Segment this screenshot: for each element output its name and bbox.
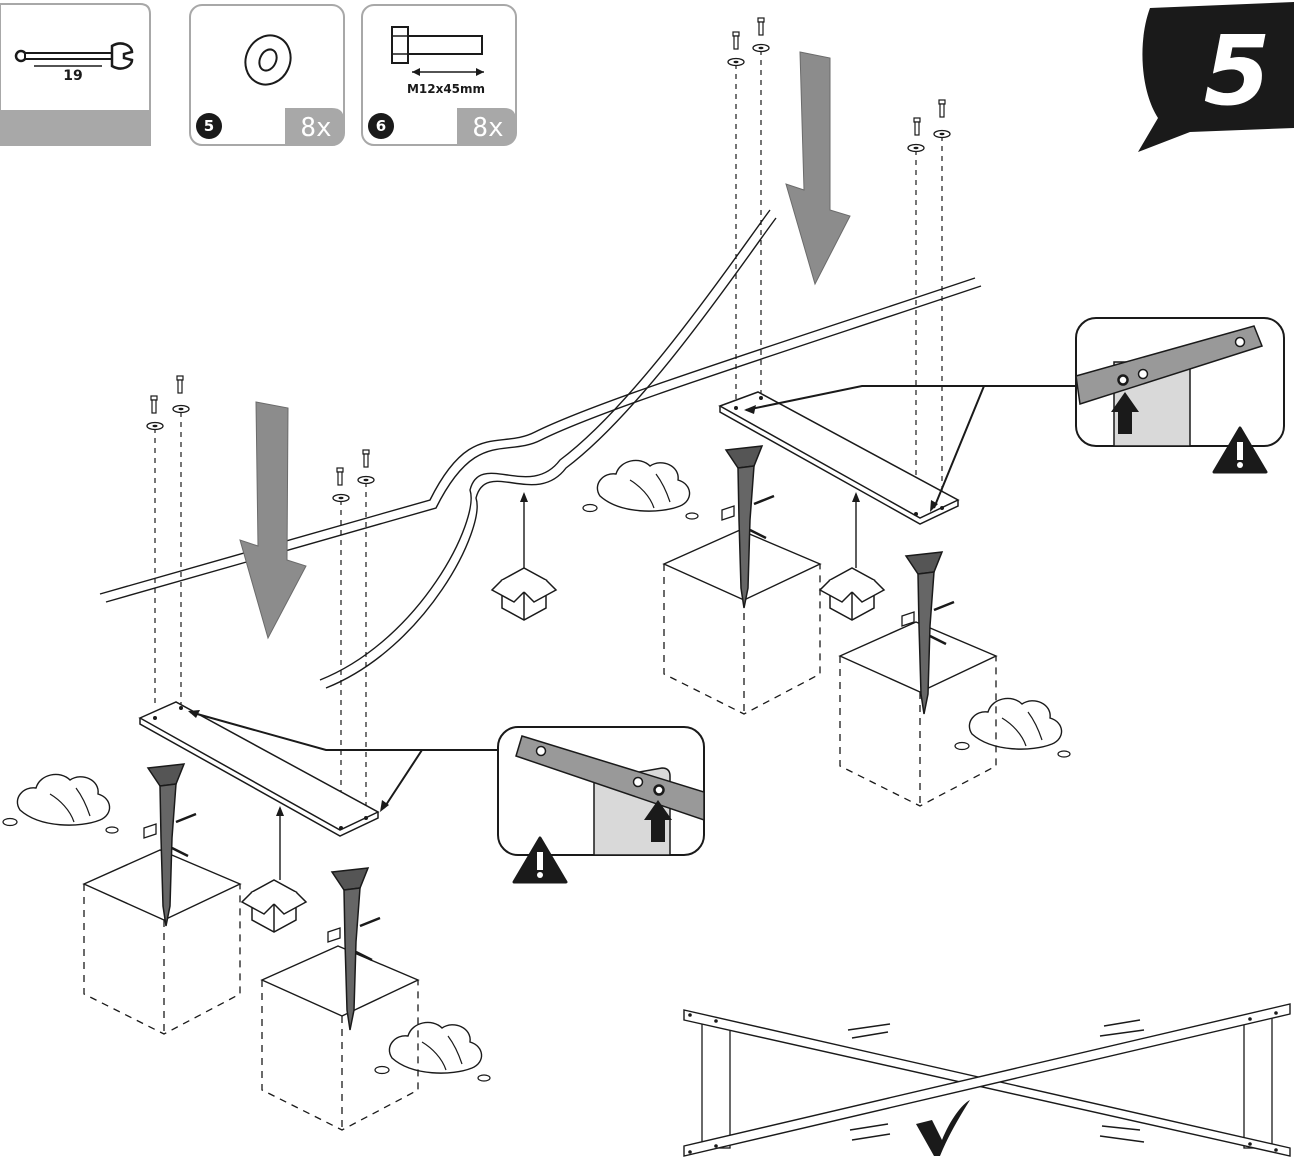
step-number: 5: [1204, 15, 1271, 127]
washer-quantity: 8x: [300, 113, 331, 143]
diagonal-check-diagram: [683, 1003, 1291, 1157]
tool-panel: 19: [0, 3, 151, 146]
box-icon: [241, 879, 307, 933]
rock-icon: [2, 773, 119, 834]
detail-callout-left: [497, 726, 705, 884]
bolt-size-label: M12x45mm: [407, 82, 485, 96]
washer-icon: [244, 34, 292, 86]
bolt-quantity: 8x: [472, 113, 503, 143]
bolt-icon: [391, 26, 484, 76]
washer-badge: 5: [204, 117, 214, 135]
down-arrow-right: [785, 51, 851, 286]
bolt-badge: 6: [376, 117, 386, 135]
bolt-guide-lines: [154, 50, 943, 830]
left-assembly: [2, 492, 557, 1131]
check-icon: [916, 1100, 970, 1156]
wrench-icon: [14, 42, 134, 70]
down-arrow-left: [239, 401, 307, 640]
bolt-panel: M12x45mm 6 8x: [361, 4, 517, 146]
wrench-size-label: 19: [63, 68, 82, 84]
washer-panel: 5 8x: [189, 4, 345, 146]
right-assembly: [582, 385, 1078, 807]
detail-callout-right: [1075, 317, 1285, 474]
curved-beams: [99, 209, 982, 689]
step-badge: 5: [1138, 2, 1294, 152]
